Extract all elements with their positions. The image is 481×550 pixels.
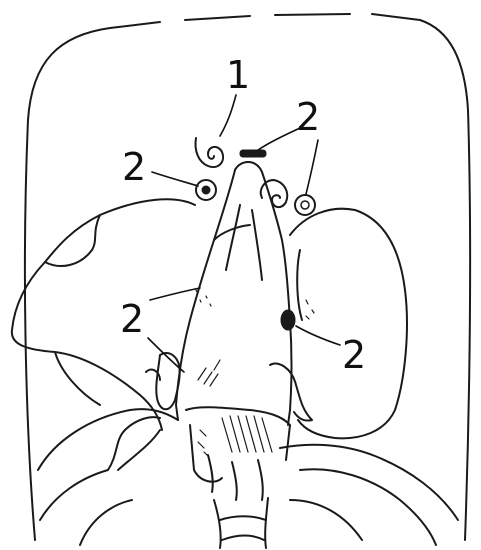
callout-2-upper-right-label: 2 <box>296 95 320 139</box>
left-wing <box>12 199 195 430</box>
top-spiral-left <box>196 138 224 167</box>
callout-labels: 1 2 2 2 2 <box>120 53 366 377</box>
top-bar-mark <box>240 150 266 157</box>
neck-vertebrae <box>186 407 290 548</box>
top-spiral-right <box>261 180 288 207</box>
eye-spot-left <box>196 180 216 200</box>
lower-mass <box>38 409 458 545</box>
side-dark-spot <box>281 310 295 330</box>
eye-spot-right <box>295 195 315 215</box>
callout-2-upper-left-label: 2 <box>122 145 146 189</box>
right-wing <box>290 209 407 439</box>
head-body <box>176 162 312 425</box>
callout-2-right-label: 2 <box>342 333 366 377</box>
left-appendage <box>146 353 180 409</box>
callout-1-label: 1 <box>226 53 250 97</box>
callout-2-left-label: 2 <box>120 297 144 341</box>
